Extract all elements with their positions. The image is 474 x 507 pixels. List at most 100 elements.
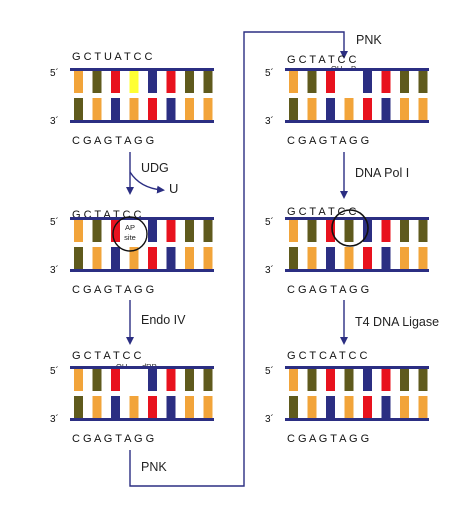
base-T-bottom — [363, 247, 372, 269]
base-C-bottom — [74, 396, 83, 418]
base-G-top — [289, 220, 298, 242]
base-T-bottom — [148, 98, 157, 120]
three-prime-label: 3´ — [265, 413, 274, 425]
top-sequence: G C T A T C C — [72, 350, 142, 362]
base-G-bottom — [185, 247, 194, 269]
base-G-bottom — [344, 396, 354, 418]
base-T-top — [166, 220, 176, 242]
base-C-top — [203, 71, 213, 93]
top-sequence: G C T C A T C C — [287, 350, 368, 362]
base-A-bottom — [166, 396, 176, 418]
base-C-top — [307, 71, 317, 93]
base-T-top — [326, 369, 335, 391]
bottom-sequence: C G A G T A G G — [72, 433, 154, 445]
base-G-bottom — [203, 396, 213, 418]
top-backbone — [70, 217, 214, 220]
base-G-top — [289, 369, 298, 391]
base-G-bottom — [307, 247, 317, 269]
base-T-top — [326, 71, 335, 93]
bottom-backbone — [285, 418, 429, 421]
ap-site-label-1: AP — [125, 223, 135, 232]
base-G-bottom — [203, 247, 213, 269]
base-T-bottom — [363, 98, 372, 120]
base-G-top — [74, 369, 83, 391]
base-A-bottom — [381, 98, 391, 120]
bottom-backbone — [285, 120, 429, 123]
step-udg: UDG U — [126, 152, 178, 196]
base-C-top — [418, 220, 428, 242]
base-G-bottom — [92, 98, 102, 120]
base-G-bottom — [92, 396, 102, 418]
base-A-bottom — [111, 396, 120, 418]
base-C-bottom — [74, 98, 83, 120]
five-prime-label: 5´ — [50, 216, 59, 228]
panel-4-dna-duplex: G C T A T C C OH P 5´ 3´ C G A G T A G G — [265, 54, 429, 147]
udg-label: UDG — [141, 161, 169, 175]
five-prime-label: 5´ — [265, 216, 274, 228]
base-G-bottom — [307, 396, 317, 418]
pnk-top-label: PNK — [356, 33, 382, 47]
base-G-bottom — [400, 98, 409, 120]
base-G-top — [289, 71, 298, 93]
bottom-sequence: C G A G T A G G — [287, 284, 369, 296]
base-C-top — [307, 369, 317, 391]
base-T-bottom — [363, 396, 372, 418]
base-C-top — [92, 369, 102, 391]
base-G-bottom — [185, 396, 194, 418]
step-ligase: T4 DNA Ligase — [340, 300, 439, 345]
three-prime-label: 3´ — [50, 413, 59, 425]
base-A-bottom — [381, 396, 391, 418]
base-C-top — [185, 369, 194, 391]
top-backbone — [70, 366, 214, 369]
step-pnk-connector: PNK PNK — [129, 31, 382, 487]
base-G-bottom — [400, 396, 409, 418]
base-T-bottom — [148, 247, 157, 269]
base-T-top — [381, 369, 391, 391]
base-A-bottom — [111, 247, 120, 269]
base-T-bottom — [148, 396, 157, 418]
pol-label: DNA Pol I — [355, 166, 409, 180]
base-G-bottom — [185, 98, 194, 120]
base-T-top — [166, 71, 176, 93]
base-C-top — [418, 369, 428, 391]
ap-site-circle — [112, 216, 148, 252]
base-C-top — [400, 220, 409, 242]
base-T-top — [326, 220, 335, 242]
ligase-label: T4 DNA Ligase — [355, 315, 439, 329]
base-A-bottom — [111, 98, 120, 120]
base-U-top — [129, 71, 139, 93]
base-G-bottom — [418, 396, 428, 418]
bottom-backbone — [70, 120, 214, 123]
bottom-backbone — [70, 269, 214, 272]
base-A-top — [148, 369, 157, 391]
base-A-bottom — [326, 396, 335, 418]
base-G-bottom — [400, 247, 409, 269]
base-G-bottom — [344, 98, 354, 120]
base-G-bottom — [344, 247, 354, 269]
base-A-top — [148, 220, 157, 242]
base-C-top — [400, 369, 409, 391]
base-A-bottom — [326, 98, 335, 120]
three-prime-label: 3´ — [50, 115, 59, 127]
panel-6-dna-duplex: G C T C A T C C 5´ 3´ C G A G T A G G — [265, 350, 429, 445]
base-C-top — [418, 71, 428, 93]
base-C-top — [400, 71, 409, 93]
base-G-bottom — [203, 98, 213, 120]
top-sequence: G C T A T C C — [287, 54, 357, 66]
base-T-top — [111, 369, 120, 391]
base-G-bottom — [129, 396, 139, 418]
base-C-top — [203, 220, 213, 242]
top-backbone — [285, 68, 429, 71]
top-backbone — [285, 366, 429, 369]
top-backbone — [285, 217, 429, 220]
endo-label: Endo IV — [141, 313, 186, 327]
five-prime-label: 5´ — [265, 365, 274, 377]
base-T-top — [381, 220, 391, 242]
released-u-label: U — [169, 181, 178, 196]
base-T-top — [111, 71, 120, 93]
step-pol: DNA Pol I — [340, 152, 409, 199]
pnk-bottom-label: PNK — [141, 460, 167, 474]
panel-3-dna-duplex: G C T A T C C OH dRP 5´ 3´ C G A G T A G… — [50, 350, 214, 445]
base-C-top — [92, 71, 102, 93]
